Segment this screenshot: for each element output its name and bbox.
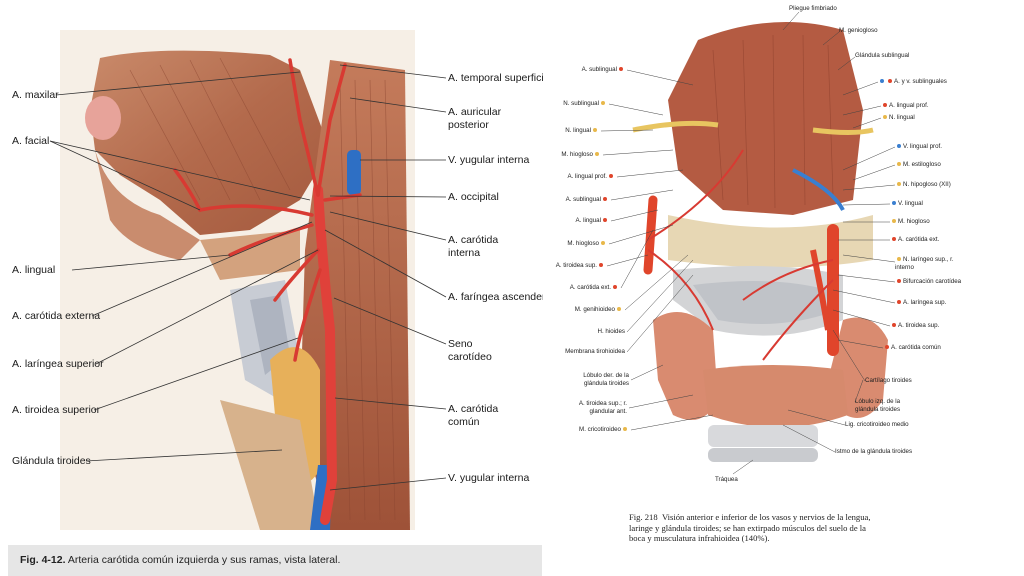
left-leader-lines <box>49 64 447 491</box>
left-caption-bar: Fig. 4-12. Arteria carótida común izquie… <box>8 545 542 576</box>
label-r-a-lingual-prof: A. lingual prof. <box>881 102 929 110</box>
label-r-a-laringea-sup: A. laríngea sup. <box>895 299 946 307</box>
label-r-istmo: Istmo de la glándula tiroides <box>835 448 913 455</box>
label-r-n-hipogloso: N. hipogloso (XII) <box>895 181 951 189</box>
label-r-lobulo-izq: Lóbulo izq. de la glándula tiroides <box>855 398 901 413</box>
label-l-n-sublingual: N. sublingual <box>543 100 607 108</box>
label-l-m-genihioideo: M. genihioideo <box>543 306 623 314</box>
label-r-v-lingual: V. lingual <box>890 200 923 208</box>
label-pliegue-fimbriado: Pliegue fimbriado <box>789 5 837 12</box>
label-glandula-sublingual: Glándula sublingual <box>855 52 910 59</box>
right-caption-fig: Fig. 218 <box>629 512 658 522</box>
label-m-geniogloso: M. geniogloso <box>839 27 878 34</box>
label-a-facial: A. facial <box>12 135 50 147</box>
label-l-lobulo-der: Lóbulo der. de la glándula tiroides <box>583 372 629 387</box>
label-r-m-hiogloso: M. hiogloso <box>890 218 930 226</box>
label-a-tiroidea-superior: A. tiroidea superior <box>12 404 101 416</box>
left-caption-text: Arteria carótida común izquierda y sus r… <box>65 554 341 566</box>
label-r-a-carotida-ext: A. carótida ext. <box>890 236 939 244</box>
right-caption-text: Visión anterior e inferior de los vasos … <box>629 512 871 543</box>
label-a-laringea-superior: A. laríngea superior <box>12 358 104 370</box>
label-a-occipital: A. occipital <box>448 191 499 203</box>
label-l-a-lingual-prof: A. lingual prof. <box>543 173 615 181</box>
label-l-n-lingual: N. lingual <box>543 127 599 135</box>
label-r-a-carotida-comun: A. carótida común <box>883 344 941 352</box>
label-r-bifurcacion-carotidea: Bifurcación carotídea <box>895 278 961 286</box>
left-caption: Fig. 4-12. Arteria carótida común izquie… <box>20 554 340 566</box>
label-r-v-lingual-prof: V. lingual prof. <box>895 143 942 151</box>
label-glandula-tiroides: Glándula tiroides <box>12 455 91 467</box>
left-caption-fig: Fig. 4-12. <box>20 554 66 566</box>
label-l-a-tiroidea-sup-glandular: A. tiroidea sup.; r. glandular ant. <box>578 400 627 415</box>
label-a-auricular-posterior: A. auricular posterior <box>448 106 502 131</box>
label-l-a-carotida-ext: A. carótida ext. <box>543 284 619 292</box>
label-l-a-sublingual-2: A. sublingual <box>543 196 609 204</box>
label-seno-carotideo: Seno carotídeo <box>448 338 492 363</box>
anterior-tongue-larynx-illustration <box>632 22 888 462</box>
label-l-m-hiogloso-2: M. hiogloso <box>543 240 607 248</box>
label-r-n-laringeo-sup: N. laríngeo sup., r. interno <box>895 256 954 271</box>
label-l-membrana-tirohioidea: Membrana tirohioidea <box>565 348 625 355</box>
label-traquea: Tráquea <box>715 476 738 483</box>
label-r-a-tiroidea-sup: A. tiroidea sup. <box>890 322 939 330</box>
lateral-neck-illustration <box>60 30 415 530</box>
label-v-yugular-interna-top: V. yugular interna <box>448 154 530 166</box>
label-a-temporal-superficial: A. temporal superficial <box>448 72 552 84</box>
label-a-maxilar: A. maxilar <box>12 89 59 101</box>
label-r-cartilago-tiroides: Cartílago tiroides <box>865 377 912 384</box>
label-l-a-lingual: A. lingual <box>543 217 609 225</box>
label-v-yugular-interna-bottom: V. yugular interna <box>448 472 530 484</box>
label-r-a-y-v-sublinguales: A. y v. sublinguales <box>878 78 947 86</box>
label-l-h-hioides: H. hioides <box>597 328 625 335</box>
label-a-carotida-externa: A. carótida externa <box>12 310 101 322</box>
label-l-a-sublingual: A. sublingual <box>543 66 625 74</box>
label-a-carotida-interna: A. carótida interna <box>448 234 499 259</box>
label-r-lig-cricotiroideo: Lig. cricotiroideo medio <box>845 421 909 428</box>
right-leader-lines <box>600 11 896 475</box>
label-l-a-tiroidea-sup: A. tiroidea sup. <box>543 262 605 270</box>
left-figure-panel: A. maxilar A. facial A. lingual A. carót… <box>8 30 557 576</box>
label-r-n-lingual: N. lingual <box>881 114 915 122</box>
label-a-faringea-ascendente: A. faríngea ascendente <box>448 291 557 303</box>
right-caption: Fig. 218 Visión anterior e inferior de l… <box>629 512 879 544</box>
label-a-carotida-comun: A. carótida común <box>448 403 499 428</box>
right-figure-panel: Pliegue fimbriado M. geniogloso Glándula… <box>543 0 1024 576</box>
label-a-lingual: A. lingual <box>12 264 56 276</box>
label-r-m-estilogloso: M. estilogloso <box>895 161 941 169</box>
label-l-m-hiogloso: M. hiogloso <box>543 151 601 159</box>
label-l-m-cricotiroideo: M. cricotiroideo <box>543 426 629 434</box>
